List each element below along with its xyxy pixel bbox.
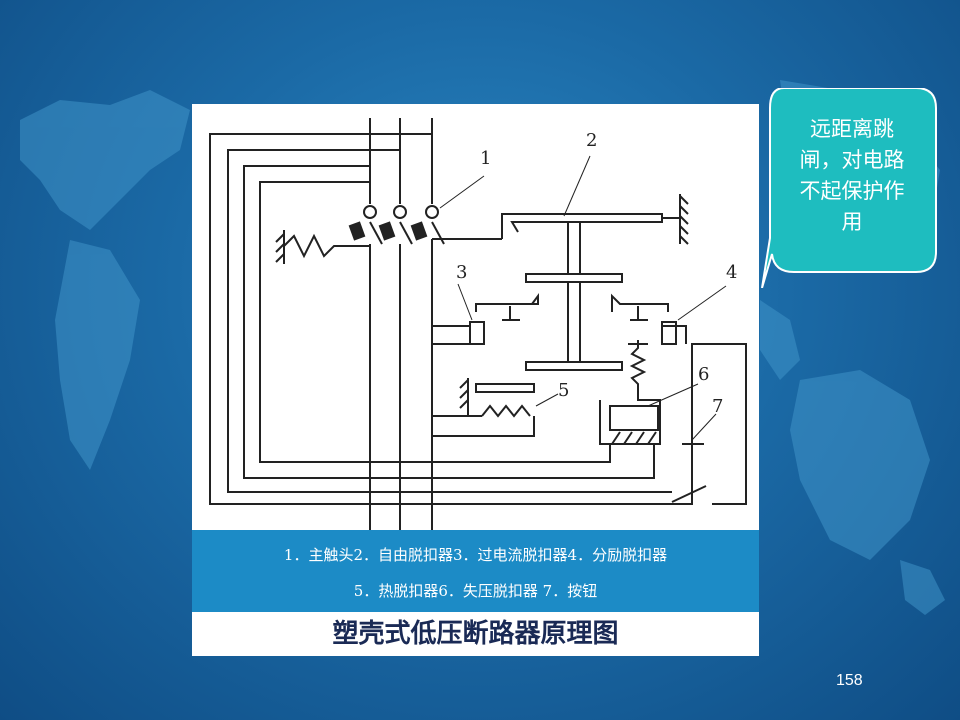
overcurrent-release (469, 293, 539, 345)
page-number: 158 (836, 672, 863, 689)
circuit-breaker-diagram (209, 118, 747, 530)
label-7: 7 (712, 396, 724, 417)
thermal-release (459, 378, 535, 418)
undervoltage-spring (628, 340, 648, 392)
push-button (671, 443, 707, 503)
legend-panel: 1．主触头2．自由脱扣器3．过电流脱扣器4．分励脱扣器 5．热脱扣器6．失压脱扣… (192, 530, 759, 612)
callout-bubble (761, 88, 937, 288)
label-5: 5 (558, 380, 570, 401)
wiring-loops (209, 133, 747, 505)
diagram-title: 塑壳式低压断路器原理图 (332, 619, 619, 649)
label-2: 2 (586, 130, 598, 151)
left-spring (275, 230, 370, 264)
callout-text: 远距离跳闸，对电路不起保护作用 (799, 117, 905, 234)
main-contacts (348, 205, 502, 245)
label-3: 3 (456, 262, 468, 283)
diagram-card: 1 2 3 4 5 6 7 1．主触头2．自由脱扣器3．过电流脱扣器4．分励脱扣… (192, 104, 759, 656)
undervoltage-release (599, 392, 661, 445)
legend-line-2: 5．热脱扣器6．失压脱扣器 7．按钮 (353, 582, 598, 600)
label-4: 4 (726, 262, 738, 283)
supply-lines (369, 118, 433, 530)
shunt-release (611, 293, 677, 345)
label-6: 6 (698, 364, 710, 385)
leader-lines (439, 155, 727, 441)
label-1: 1 (480, 148, 492, 169)
free-release (501, 194, 689, 371)
legend-line-1: 1．主触头2．自由脱扣器3．过电流脱扣器4．分励脱扣器 (283, 546, 668, 564)
